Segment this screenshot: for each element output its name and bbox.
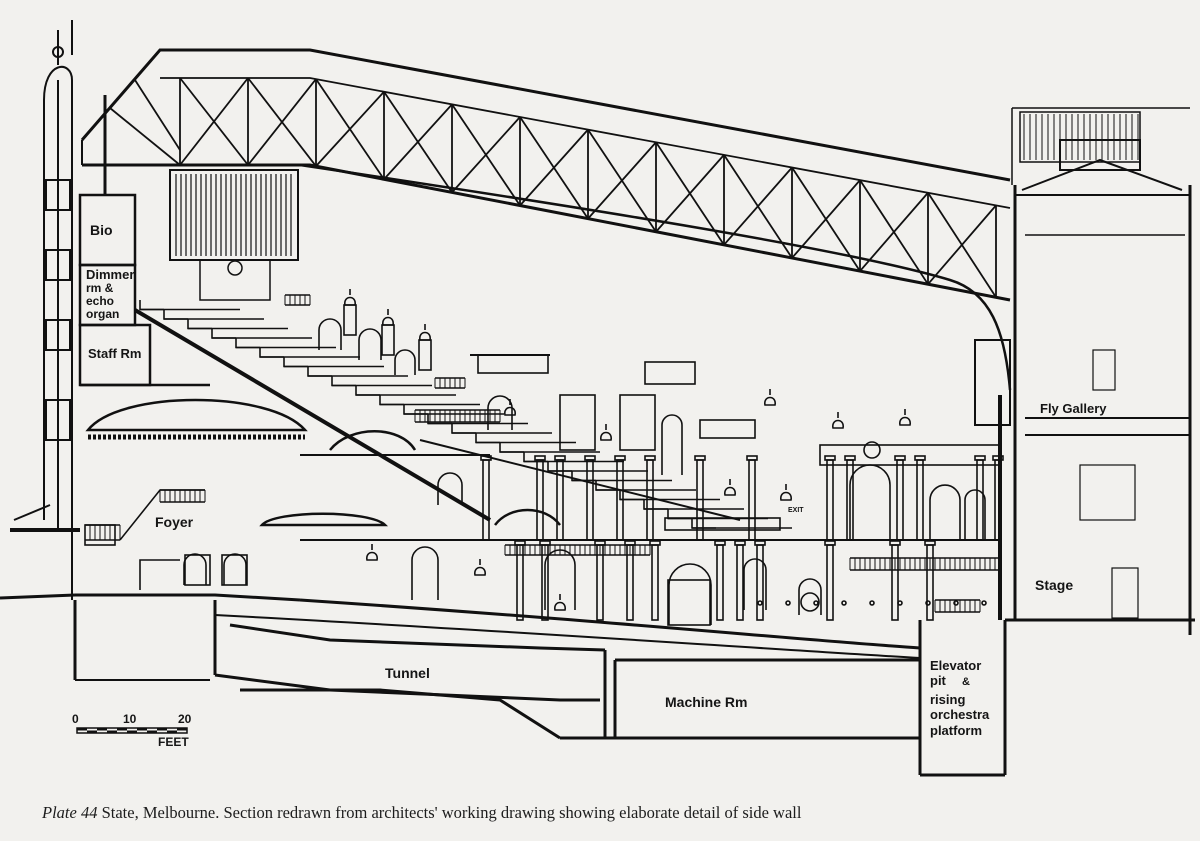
foyer-label: Foyer [155, 514, 194, 530]
scale-tick-20: 20 [178, 712, 192, 726]
dimmer-label-3: echo [86, 294, 114, 308]
elevator-label-3: & [962, 676, 970, 688]
elevator-label-4: rising [930, 692, 965, 707]
domed-ceilings [85, 398, 561, 527]
staff-room-label: Staff Rm [88, 346, 141, 361]
fly-gallery-label: Fly Gallery [1040, 401, 1107, 416]
circle-soffit [133, 308, 492, 522]
roof-truss [80, 48, 1011, 302]
scale-bar-checks [77, 728, 187, 733]
stage-label: Stage [1035, 577, 1073, 593]
left-rooms [78, 95, 299, 387]
scale-bar: 0 10 20 FEET [72, 712, 192, 749]
scale-unit-label: FEET [158, 735, 189, 749]
tunnel-label: Tunnel [385, 665, 430, 681]
bio-label: Bio [90, 222, 113, 238]
machine-room-label: Machine Rm [665, 694, 747, 710]
scale-tick-0: 0 [72, 712, 79, 726]
fly-tower-roof-lines [1023, 114, 1139, 160]
elevator-label-1: Elevator [930, 658, 981, 673]
scale-tick-10: 10 [123, 712, 137, 726]
dimmer-label-4: organ [86, 307, 119, 321]
caption-plate-number: Plate 44 [42, 803, 98, 822]
dimmer-label-2: rm & [86, 281, 114, 295]
ceiling-curve [299, 163, 1012, 391]
elevator-label-2: pit [930, 673, 947, 688]
figure-caption: Plate 44 State, Melbourne. Section redra… [42, 803, 801, 823]
facade-tower [10, 20, 80, 600]
dress-circle-steps [139, 300, 792, 529]
exit-sign: EXIT [788, 507, 804, 514]
caption-text: State, Melbourne. Section redrawn from a… [97, 803, 802, 822]
ornate-side-wall [84, 289, 1011, 626]
elevator-label-6: platform [930, 723, 982, 738]
elevator-label-5: orchestra [930, 707, 990, 722]
foyer-stair [84, 489, 248, 590]
dimmer-label-1: Dimmer [86, 267, 134, 282]
fly-tower [998, 107, 1192, 635]
stalls-and-basement [0, 593, 1195, 777]
circle-soffit-lower [419, 439, 741, 521]
